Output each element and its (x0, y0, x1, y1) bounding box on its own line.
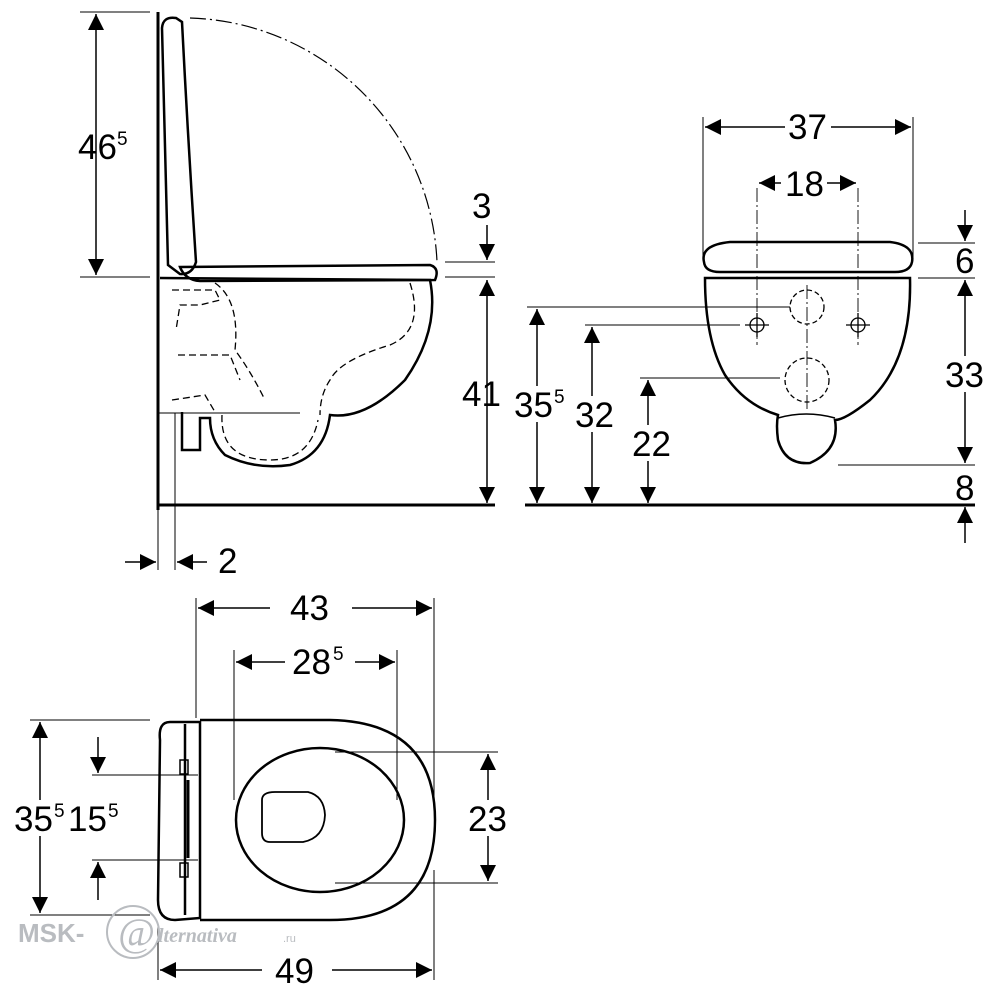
top-rim (234, 746, 406, 894)
watermark-domain: .ru (283, 933, 296, 945)
watermark-brand-right: lternativa (158, 925, 237, 947)
label-6: 6 (955, 242, 974, 281)
top-bowl-outline (200, 718, 437, 922)
watermark-at-circle (106, 905, 160, 959)
front-view (525, 117, 975, 543)
side-view-labels: 46 5 3 41 2 (78, 128, 501, 581)
label-35-5-top: 35 (14, 800, 53, 839)
label-49: 49 (275, 952, 314, 991)
label-28-5-sup: 5 (333, 644, 344, 665)
label-46-5: 46 (78, 128, 117, 167)
label-3: 3 (472, 187, 491, 226)
label-32: 32 (575, 396, 614, 435)
top-opening (261, 791, 326, 843)
label-2: 2 (218, 542, 237, 581)
front-seat (702, 240, 914, 274)
hinge-top (179, 759, 189, 775)
side-view (80, 11, 495, 570)
label-28-5: 28 (292, 643, 331, 682)
hinge-bottom (179, 862, 189, 878)
front-bowl (703, 276, 912, 465)
seat (178, 263, 438, 283)
lid-swing-arc (189, 17, 438, 263)
watermark-brand-left: MSK- (18, 918, 84, 948)
label-43: 43 (290, 589, 329, 628)
label-46-5-sup: 5 (117, 129, 128, 150)
top-view-labels: 43 28 5 35 5 15 5 23 49 (14, 589, 510, 991)
label-18: 18 (785, 165, 824, 204)
label-35-5-sup: 5 (554, 387, 565, 408)
label-35-5-top-sup: 5 (54, 801, 65, 822)
front-view-labels: 37 18 6 35 5 32 22 33 8 (514, 107, 987, 508)
watermark-at-glyph: @ (118, 910, 155, 955)
label-15-5-sup: 5 (108, 801, 119, 822)
bowl-outline (159, 276, 434, 468)
top-lid (156, 720, 202, 922)
label-15-5: 15 (68, 800, 107, 839)
bowl-hidden-lines (171, 282, 416, 461)
label-22: 22 (632, 425, 671, 464)
label-33: 33 (945, 356, 984, 395)
label-8: 8 (955, 469, 974, 508)
watermark-logo: MSK- @ lternativa .ru (18, 905, 296, 959)
label-23: 23 (468, 800, 507, 839)
raised-lid (160, 16, 198, 276)
label-35-5: 35 (514, 386, 553, 425)
top-view (30, 598, 498, 980)
label-41: 41 (462, 375, 501, 414)
label-37: 37 (788, 108, 827, 147)
